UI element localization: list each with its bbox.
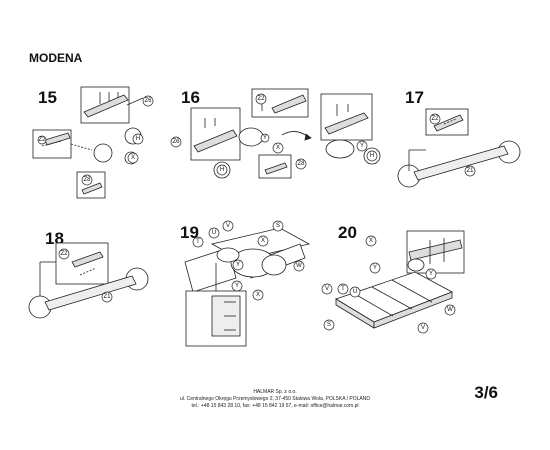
step-number-17: 17: [405, 88, 424, 107]
label-z-a: Z2: [38, 137, 46, 143]
step-number-16: 16: [181, 88, 200, 107]
label-z6-a: Z6: [144, 98, 152, 104]
label-y-b: Y: [360, 143, 364, 149]
label-x-a: X: [131, 155, 135, 161]
label-u-b: U: [353, 289, 357, 295]
label-s-a: S: [276, 223, 280, 229]
step-number-15: 15: [38, 88, 57, 107]
label-h-b: H: [220, 167, 224, 173]
label-z2-b: Z2: [60, 251, 68, 257]
step15-illustration: [32, 86, 144, 199]
page-number: 3/6: [474, 383, 498, 402]
footer-company-name: HALMAR Sp. z o.o.: [253, 389, 297, 395]
label-y-a: Y: [263, 135, 267, 141]
label-y-f: Y: [429, 271, 433, 277]
label-z1-a: Z1: [466, 168, 474, 174]
label-u-a: U: [212, 230, 216, 236]
footer-address: ul. Centralnego Okręgu Przemysłowego 2, …: [179, 396, 370, 402]
step16-illustration: [190, 88, 381, 179]
label-h-a: H: [136, 136, 140, 142]
label-w-a: W: [296, 263, 302, 269]
step-number-19: 19: [180, 223, 199, 242]
step18-illustration: [28, 242, 149, 319]
label-y-c: Y: [236, 262, 240, 268]
label-z-b: Z2: [257, 96, 265, 102]
document-title: MODENA: [29, 51, 83, 65]
label-x-d: X: [256, 292, 260, 298]
label-v-a: V: [226, 223, 230, 229]
label-w-b: W: [447, 307, 453, 313]
label-x-b: X: [276, 145, 280, 151]
label-z2-a: Z2: [431, 116, 439, 122]
label-z8-b: Z8: [297, 161, 305, 167]
label-z8-a: Z8: [83, 177, 91, 183]
step19-illustration: [184, 227, 311, 347]
part-labels: Z6 H X Z2 Z8 Z6 H Z2 Y X Z8 Y H Z2 Z1 Z2…: [37, 93, 476, 334]
label-z6-b: Z6: [172, 139, 180, 145]
label-x-e: X: [369, 238, 373, 244]
label-v-c: V: [421, 325, 425, 331]
step17-illustration: [397, 108, 521, 188]
label-y-e: Y: [373, 265, 377, 271]
company-footer: HALMAR Sp. z o.o. ul. Centralnego Okręgu…: [0, 389, 550, 410]
step-number-20: 20: [338, 223, 357, 242]
label-h-c: H: [370, 153, 374, 159]
label-v-b: V: [325, 286, 329, 292]
label-z1-b: Z1: [103, 294, 111, 300]
label-x-c: X: [261, 238, 265, 244]
label-y-d: Y: [235, 283, 239, 289]
step20-illustration: [335, 230, 465, 329]
label-t-a: T: [196, 239, 200, 245]
footer-contact: tel.: +48 15 843 28 10, fax: +48 15 842 …: [191, 403, 359, 409]
label-t-b: T: [341, 286, 345, 292]
label-s-b: S: [327, 322, 331, 328]
